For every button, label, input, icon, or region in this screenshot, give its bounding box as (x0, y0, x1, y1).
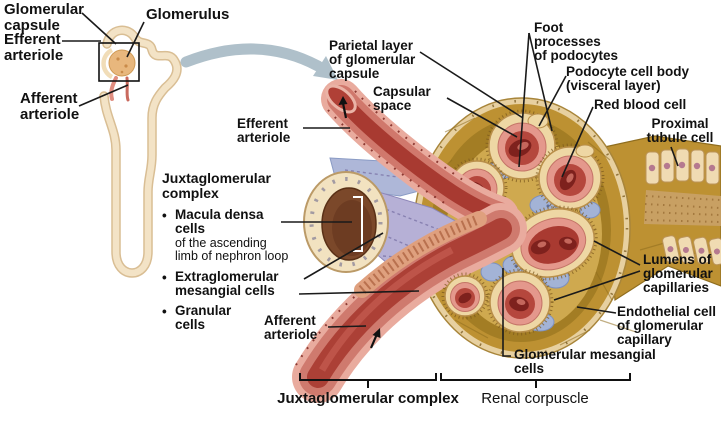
nephron-inset-illustration (98, 25, 182, 278)
jg-item-label: Granular cells (175, 302, 232, 333)
bracket-renal-corpuscle (440, 373, 631, 388)
label-podocyte-cell-body: Podocyte cell body (visceral layer) (566, 64, 690, 94)
jg-item-label: Extraglomerular mesangial cells (175, 268, 279, 298)
inset-capsule-arc (101, 47, 114, 80)
leader-glomerular-capsule (81, 12, 117, 45)
leader-foot-processes-2 (528, 32, 553, 132)
jg-item-sub: of the ascending limb of nephron loop (175, 236, 289, 264)
granular-cells-band (354, 211, 487, 298)
list-item-granular: • Granular cells (162, 302, 304, 333)
inset-glomerulus-ball (108, 49, 136, 77)
bracket-juxtaglomerular (299, 373, 437, 388)
juxtaglomerular-complex-list: Juxtaglomerular complex • Macula densa c… (162, 171, 304, 338)
zoom-arrow (180, 43, 338, 80)
brush-border-band (644, 190, 721, 226)
leader-granular-cells (298, 290, 420, 295)
leader-afferent-main (327, 325, 367, 328)
proximal-tubule-cells-top (645, 148, 720, 185)
capillary (508, 205, 598, 281)
label-foot-processes: Foot processes of podocytes (534, 20, 619, 64)
leader-endothelial-cell (576, 306, 617, 314)
parietal-cell-nuclei (415, 99, 629, 357)
label-red-blood-cell: Red blood cell (594, 97, 687, 112)
bullet-icon: • (162, 269, 167, 285)
macula-densa-cell-nuclei (309, 177, 383, 267)
leader-extraglomerular (303, 232, 384, 280)
flow-arrows (338, 96, 381, 349)
leader-red-blood-cell (561, 106, 594, 178)
leader-afferent-inset (78, 84, 129, 107)
proximal-tubule-cells-bottom (662, 235, 721, 266)
capillary (441, 272, 489, 320)
list-item-macula-densa: • Macula densa cells of the ascending li… (162, 206, 304, 264)
leader-podocyte-cell-body (538, 75, 567, 127)
label-parietal-layer: Parietal layer of glomerular capsule (329, 38, 416, 82)
label-efferent-arteriole-main: Efferent arteriole (237, 116, 291, 146)
label-afferent-arteriole-main: Afferent arteriole (264, 313, 318, 343)
inset-zoom-box (98, 42, 140, 82)
label-endothelial-cell: Endothelial cell of glomerular capillary (617, 304, 717, 348)
leader-glomerulus (126, 21, 145, 58)
jg-item-label: Macula densa cells (175, 206, 264, 237)
label-afferent-arteriole-inset: Afferent arteriole (20, 90, 80, 123)
label-efferent-arteriole-inset: Efferent arteriole (4, 31, 64, 64)
label-renal-corpuscle-bracket: Renal corpuscle (481, 390, 589, 407)
leader-lumens-2 (553, 270, 641, 301)
label-proximal-tubule-cell: Proximal tubule cell (646, 116, 714, 146)
jg-list-heading: Juxtaglomerular complex (162, 170, 271, 201)
label-lumens-of-capillaries: Lumens of glomerular capillaries (643, 252, 713, 296)
bullet-icon: • (162, 303, 167, 319)
label-juxtaglomerular-complex-bracket: Juxtaglomerular complex (277, 390, 459, 407)
label-glomerular-capsule: Glomerular capsule (4, 1, 85, 34)
leader-foot-processes-1 (518, 32, 530, 168)
leader-glomerular-mesangial (502, 268, 511, 357)
capillary (486, 268, 554, 336)
footer-brackets (299, 373, 631, 388)
list-item-extraglomerular: • Extraglomerular mesangial cells (162, 268, 304, 298)
capillary (535, 143, 605, 213)
leader-lines (62, 12, 679, 357)
macula-densa (303, 171, 389, 273)
leader-lumens-1 (593, 240, 641, 266)
leader-proximal-tubule-cell (670, 146, 679, 167)
label-glomerular-mesangial-cells: Glomerular mesangial cells (514, 347, 656, 377)
leader-parietal-layer (419, 51, 524, 119)
afferent-arteriole-vessel (292, 203, 527, 403)
macula-densa-bracket (353, 196, 363, 252)
label-capsular-space: Capsular space (373, 84, 431, 114)
label-glomerulus: Glomerulus (146, 6, 230, 23)
leader-capsular-space (446, 97, 518, 138)
bullet-icon: • (162, 207, 167, 223)
